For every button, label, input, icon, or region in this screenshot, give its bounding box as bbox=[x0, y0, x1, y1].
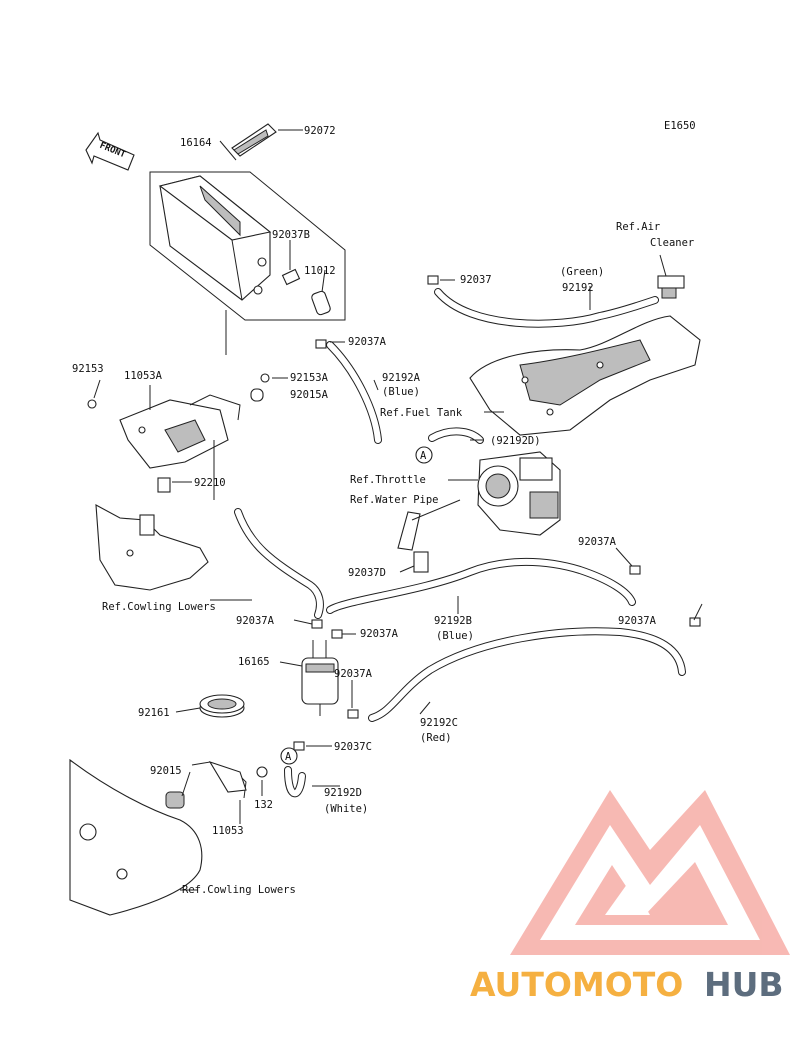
diagram-code: E1650 bbox=[664, 120, 696, 132]
label-92192C: 92192C bbox=[420, 717, 458, 729]
label-92153: 92153 bbox=[72, 363, 104, 375]
label-92037A-right2: 92037A bbox=[618, 615, 657, 627]
label-92153A: 92153A bbox=[290, 372, 329, 384]
label-92161: 92161 bbox=[138, 707, 170, 719]
label-132: 132 bbox=[254, 799, 273, 811]
label-92192D: 92192D bbox=[324, 787, 362, 799]
label-92037A-mid-left: 92037A bbox=[236, 615, 275, 627]
clip-92210-part bbox=[157, 477, 171, 493]
clamp-92037A-right1 bbox=[629, 565, 641, 575]
label-92015A: 92015A bbox=[290, 389, 329, 401]
hose-92192A-blue bbox=[326, 341, 382, 444]
bracket-11053 bbox=[191, 761, 268, 799]
label-cleaner: Cleaner bbox=[650, 237, 694, 249]
callout-a-upper: A bbox=[415, 446, 433, 464]
clamp-92037A-left bbox=[311, 619, 323, 629]
label-92037-top: 92037 bbox=[460, 274, 492, 286]
canister-part bbox=[149, 171, 346, 321]
clamp-92037A-center bbox=[331, 629, 343, 639]
label-16164: 16164 bbox=[180, 137, 212, 149]
label-ref-air: Ref.Air bbox=[616, 221, 660, 233]
clamp-92037B-part bbox=[281, 268, 301, 286]
label-92037A-top: 92037A bbox=[348, 336, 387, 348]
label-92037A-right1: 92037A bbox=[578, 536, 617, 548]
label-ref-throttle: Ref.Throttle bbox=[350, 474, 426, 486]
part-labels: 16164 92072 92037B 11012 92037 (Green) 9… bbox=[72, 125, 694, 896]
fuel-filter-16165 bbox=[301, 640, 339, 716]
label-92192A: 92192A bbox=[382, 372, 421, 384]
svg-text:A: A bbox=[285, 751, 292, 763]
leader-lines bbox=[93, 129, 703, 891]
label-92037C: 92037C bbox=[334, 741, 372, 753]
throttle-body-ref bbox=[477, 451, 561, 536]
svg-text:A: A bbox=[420, 450, 427, 462]
watermark-logo bbox=[510, 790, 790, 955]
label-ref-cowling-2: Ref.Cowling Lowers bbox=[182, 884, 296, 896]
water-pipe-ref bbox=[397, 511, 429, 573]
cap-11012-part bbox=[311, 290, 331, 316]
label-92072: 92072 bbox=[304, 125, 336, 137]
watermark-text-left: AUTOMOTO bbox=[470, 965, 683, 1004]
label-ref-cowling-1: Ref.Cowling Lowers bbox=[102, 601, 216, 613]
clamp-92037-top bbox=[427, 275, 439, 285]
label-11053: 11053 bbox=[212, 825, 244, 837]
label-92192: 92192 bbox=[562, 282, 594, 294]
front-arrow-icon: FRONT bbox=[85, 131, 135, 171]
bracket-11053A-part bbox=[119, 394, 241, 469]
label-92192D-paren: (92192D) bbox=[490, 435, 541, 447]
label-16165: 16165 bbox=[238, 656, 270, 668]
label-92210: 92210 bbox=[194, 477, 226, 489]
strap-part bbox=[231, 123, 277, 157]
callout-a-lower: A bbox=[280, 747, 298, 765]
label-blue-2: (Blue) bbox=[436, 630, 474, 642]
label-92192B: 92192B bbox=[434, 615, 472, 627]
label-92037B: 92037B bbox=[272, 229, 310, 241]
label-green: (Green) bbox=[560, 266, 604, 278]
fuel-tank-ref bbox=[469, 315, 701, 436]
grommet-92161 bbox=[199, 694, 245, 718]
label-92037D: 92037D bbox=[348, 567, 386, 579]
bolt-92153A-part bbox=[250, 373, 270, 402]
label-11053A: 11053A bbox=[124, 370, 163, 382]
cowling-lowers-upper bbox=[95, 504, 209, 591]
label-ref-water-pipe: Ref.Water Pipe bbox=[350, 494, 439, 506]
clamp-92037A-right2 bbox=[689, 617, 701, 627]
label-92015: 92015 bbox=[150, 765, 182, 777]
label-blue-1: (Blue) bbox=[382, 386, 420, 398]
label-11012: 11012 bbox=[304, 265, 336, 277]
label-white: (White) bbox=[324, 803, 368, 815]
watermark-text-right: HUB bbox=[704, 965, 784, 1004]
label-ref-fuel-tank: Ref.Fuel Tank bbox=[380, 407, 463, 419]
label-red: (Red) bbox=[420, 732, 452, 744]
label-92037A-mid-right: 92037A bbox=[360, 628, 399, 640]
cowling-lowers-lower bbox=[69, 758, 203, 916]
damper-92015 bbox=[165, 791, 185, 809]
hose-92192C-red bbox=[368, 627, 686, 722]
clamp-92037C bbox=[293, 741, 305, 751]
bolt-92153-part bbox=[87, 399, 97, 409]
label-92037A-filter: 92037A bbox=[334, 668, 373, 680]
clamp-92037A-top bbox=[315, 339, 327, 349]
clamp-92037A-filter bbox=[347, 709, 359, 719]
air-cleaner-fitting bbox=[657, 275, 685, 299]
